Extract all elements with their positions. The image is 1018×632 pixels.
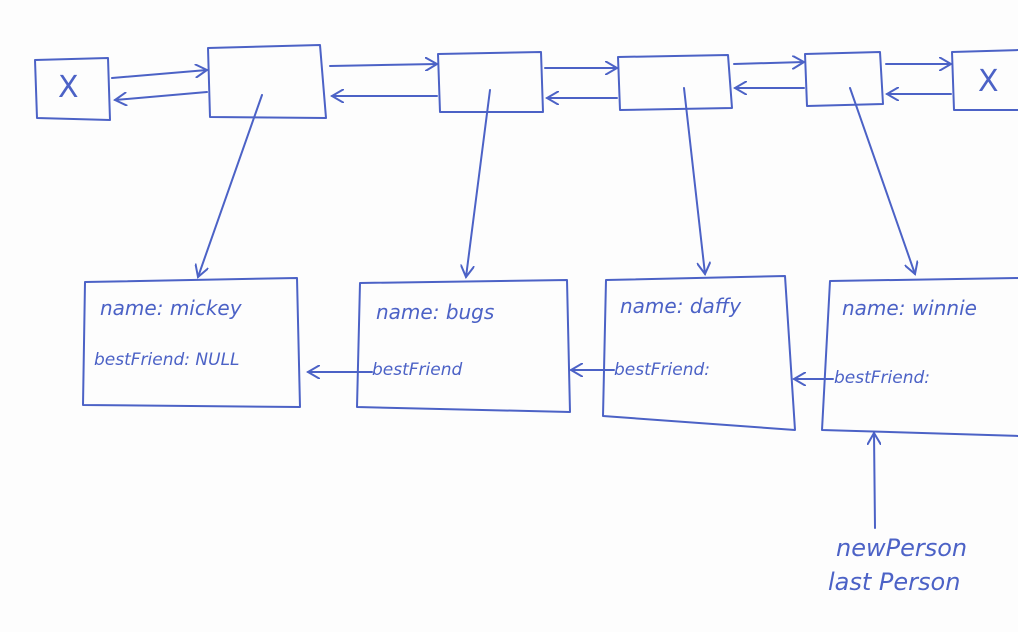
next-arrow — [111, 70, 207, 79]
head-sentinel-label: X — [58, 70, 79, 105]
last-person-label: last Person — [828, 568, 961, 596]
person-best-friend: bestFriend: NULL — [94, 350, 240, 370]
data-arrow — [198, 94, 263, 277]
list-node-1 — [207, 44, 327, 119]
person-name: name: winnie — [842, 296, 977, 320]
person-name: name: bugs — [376, 300, 495, 324]
new-person-arrow — [874, 433, 875, 529]
next-arrow — [329, 64, 437, 66]
person-best-friend: bestFriend — [372, 360, 463, 380]
list-node-4 — [804, 51, 884, 107]
data-arrow — [466, 89, 491, 277]
person-box-winnie — [821, 277, 1018, 437]
next-arrow — [733, 62, 804, 64]
new-person-label: newPerson — [836, 534, 968, 562]
head-sentinel-node — [34, 57, 111, 121]
list-node-3 — [617, 54, 733, 111]
prev-arrow — [115, 91, 208, 100]
tail-sentinel-label: X — [978, 64, 999, 99]
tail-sentinel-node — [951, 49, 1018, 111]
person-box-bugs — [356, 279, 571, 413]
person-name: name: mickey — [100, 296, 242, 320]
person-best-friend: bestFriend: — [834, 368, 931, 388]
data-arrow — [683, 87, 705, 274]
list-node-2 — [437, 51, 544, 113]
person-best-friend: bestFriend: — [614, 360, 711, 380]
person-box-mickey — [82, 277, 301, 408]
person-name: name: daffy — [620, 294, 742, 318]
data-arrow — [849, 87, 915, 274]
